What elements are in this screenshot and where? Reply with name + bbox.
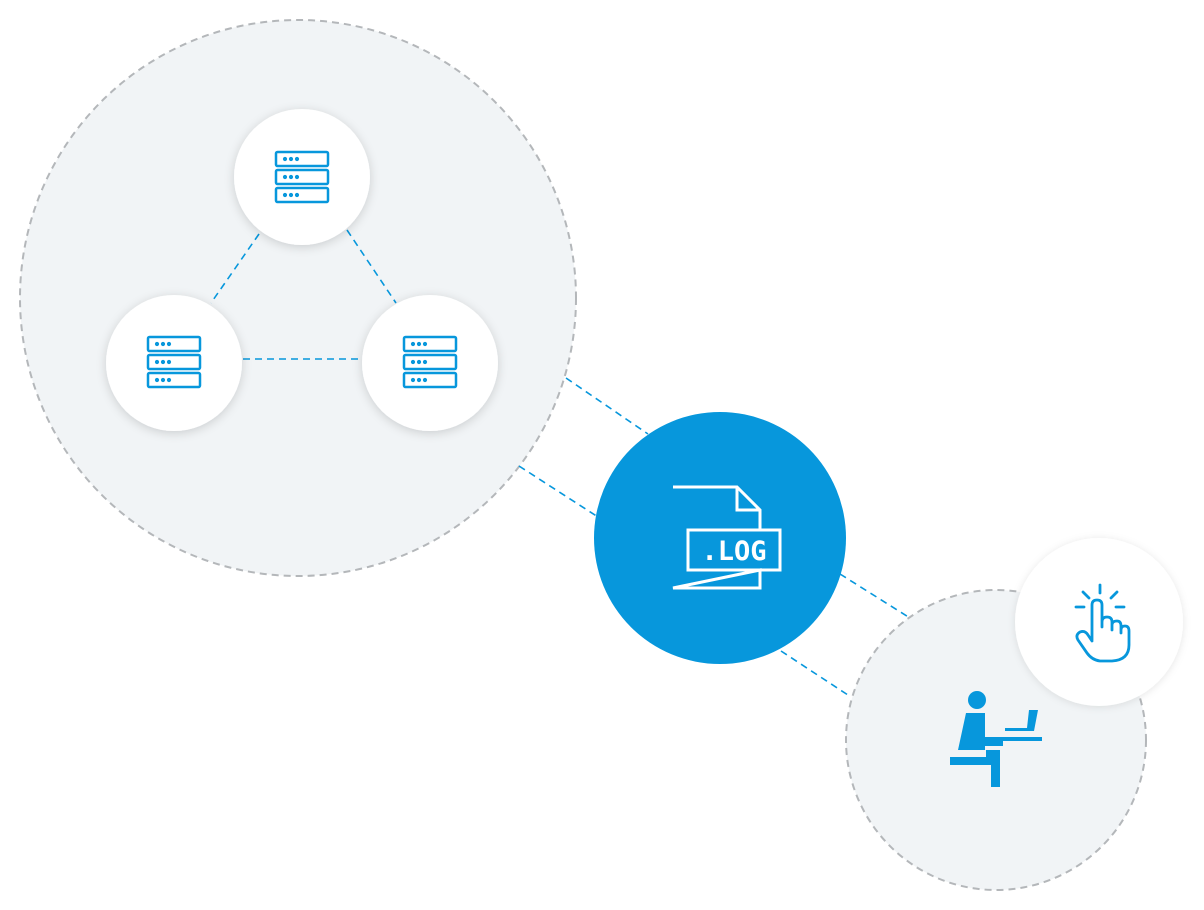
connector-top-left [210, 233, 260, 304]
log-label: .LOG [701, 536, 766, 567]
cluster-zone [19, 19, 577, 577]
tap-node[interactable] [1015, 538, 1183, 706]
server-node-left[interactable] [106, 295, 242, 431]
connector-log-user-lower [780, 650, 852, 698]
log-file-icon [672, 485, 782, 590]
tap-hand-icon [1074, 583, 1131, 663]
log-hub-node[interactable]: .LOG [594, 412, 846, 664]
user-at-desk-icon [950, 691, 1042, 787]
connector-cluster-log-upper [565, 377, 649, 435]
connector-top-right [346, 229, 397, 304]
connectors [210, 229, 911, 698]
server-node-top[interactable] [234, 109, 370, 245]
connector-log-user-upper [839, 573, 911, 619]
server-node-right[interactable] [362, 295, 498, 431]
connector-cluster-log-lower [518, 465, 599, 518]
